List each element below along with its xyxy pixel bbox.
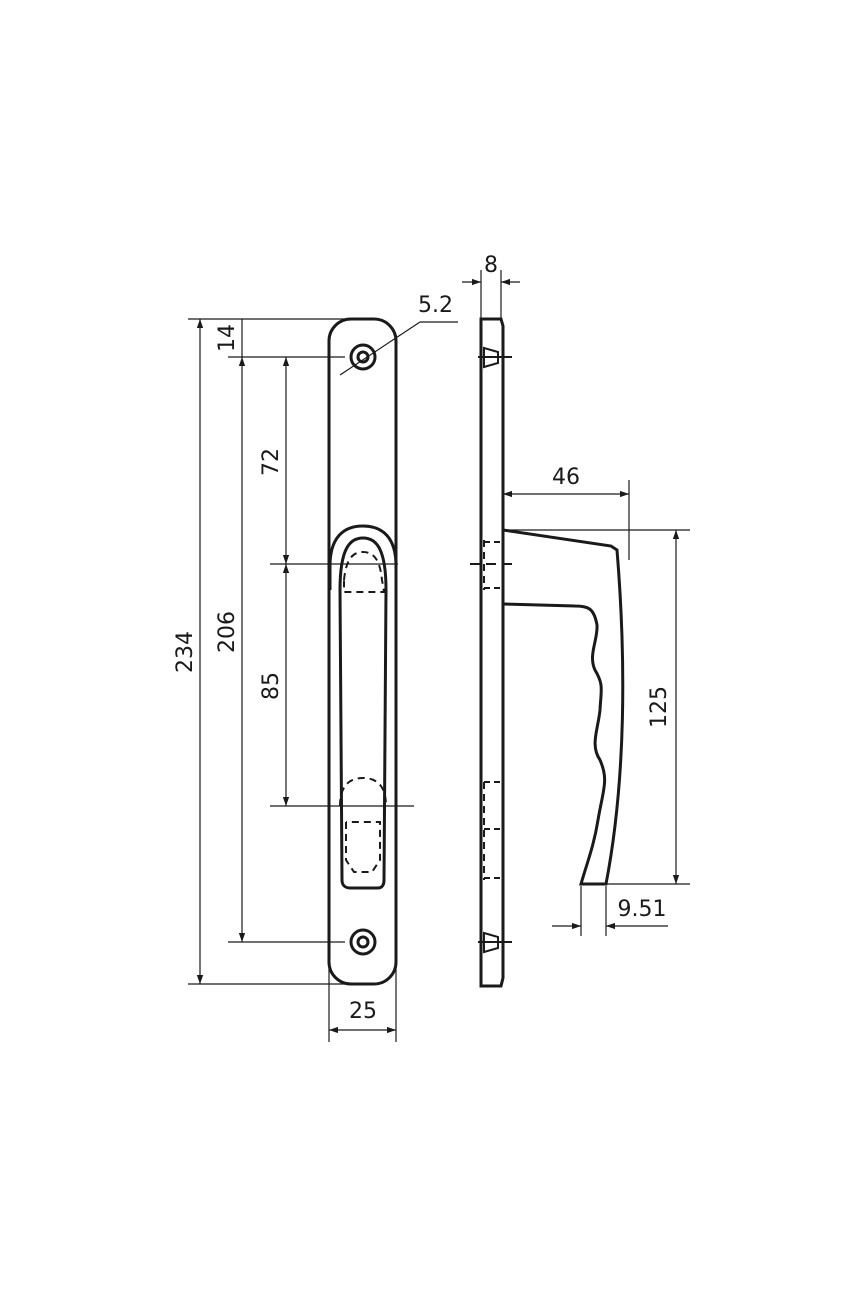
back-plate-outline [327,317,398,986]
plate-thickness-label: 8 [484,253,498,278]
handle-length-label: 125 [647,686,672,728]
dim-plate-thickness: 8 [462,253,520,319]
hole-spacing-label: 206 [215,611,240,653]
top-offset-label: 14 [215,324,240,352]
dim-hole-spacing: 206 [215,357,246,942]
dim-top-offset: 14 [215,319,243,357]
bottom-screw-hole [349,928,377,956]
handle-projection-label: 46 [552,465,580,490]
lower-cylinder-hidden [339,776,387,873]
hole-leader [339,321,421,376]
handle-front-outline [328,524,398,890]
upper-spindle-hidden [343,550,386,593]
dim-overall-height: 234 [173,319,204,984]
plate-width-label: 25 [349,999,377,1024]
tip-width-label: 9.51 [618,897,667,922]
dim-handle-axis-to-lower: 85 [259,564,290,806]
handle-side-outline [502,528,625,886]
front-view: 5.2 234 206 14 72 85 [173,293,458,1042]
side-view: 8 46 125 9.51 [462,253,690,988]
dim-handle-length: 125 [503,529,690,885]
handle-axis-to-lower-label: 85 [259,672,284,700]
bottom-countersink [478,931,512,954]
dim-handle-projection: 46 [503,465,630,560]
plate-side-outline [479,317,505,988]
to-handle-axis-label: 72 [259,448,284,476]
overall-height-label: 234 [173,631,198,673]
dim-plate-width: 25 [328,960,397,1042]
dim-to-handle-axis: 72 [259,357,290,564]
top-countersink [478,346,512,369]
hole-diameter-label: 5.2 [418,293,453,318]
dim-tip-width: 9.51 [552,886,668,936]
